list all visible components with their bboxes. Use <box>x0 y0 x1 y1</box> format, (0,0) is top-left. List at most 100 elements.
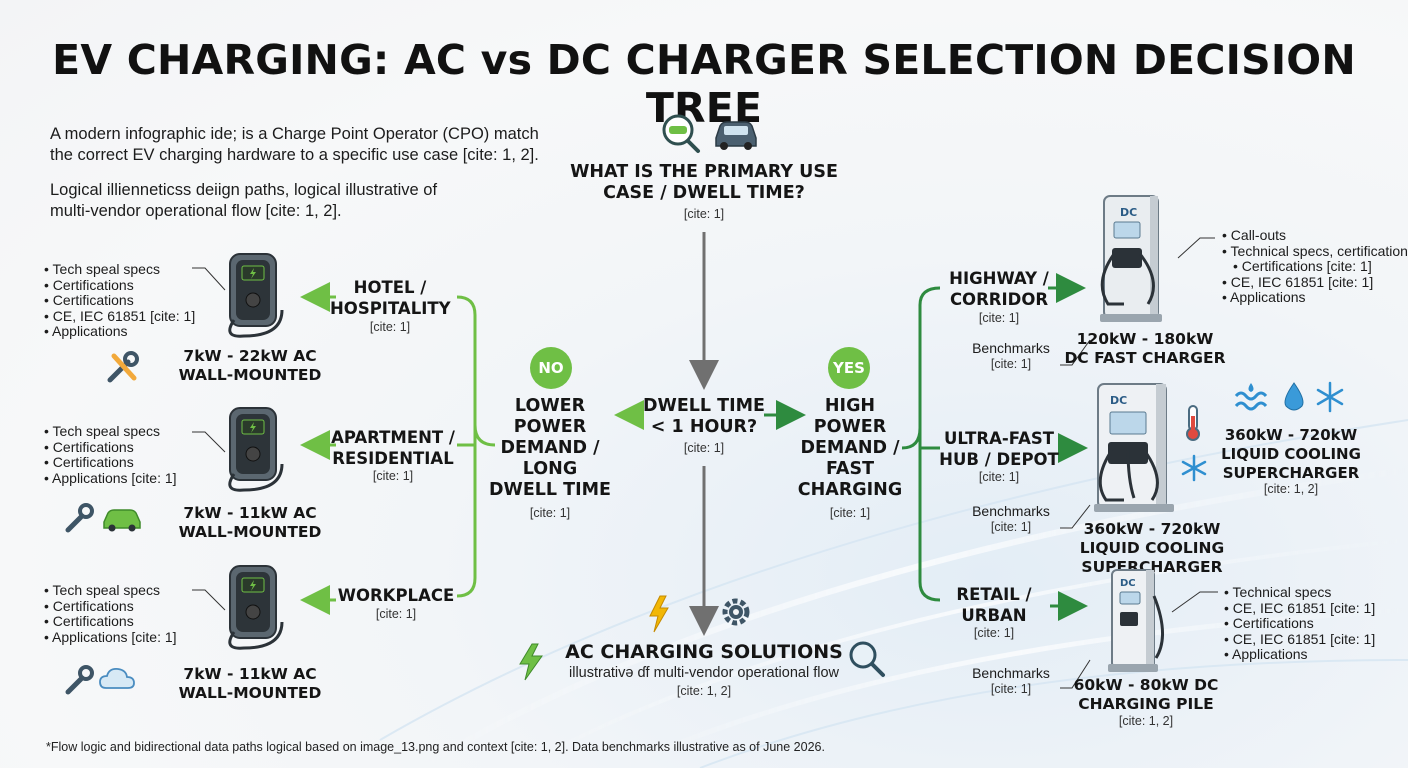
intro-paragraph-2: Logical illienneticss deiign paths, logi… <box>50 181 438 220</box>
no-branch-label: LOWER POWER DEMAND / LONG DWELL TIME <box>489 396 611 500</box>
thermometer-icon <box>1186 405 1200 441</box>
root-question: WHAT IS THE PRIMARY USE CASE / DWELL TIM… <box>570 162 838 203</box>
hotel-product: 7kW - 22kW AC WALL-MOUNTED <box>178 347 322 384</box>
spec-item: Certifications <box>44 277 195 294</box>
spec-item: Certifications <box>1224 615 1375 632</box>
hub-side-title: 360kW - 720kW LIQUID COOLING SUPERCHARGE… <box>1221 426 1361 482</box>
spec-item: Certifications <box>44 613 177 630</box>
footnote: *Flow logic and bidirectional data paths… <box>46 740 825 754</box>
hub-bench-cite: [cite: 1] <box>990 520 1032 534</box>
case-apartment-label: APARTMENT / RESIDENTIAL <box>331 428 455 468</box>
spec-item: Tech speal specs <box>44 423 177 440</box>
wrench-icon <box>65 513 85 533</box>
yes-badge: YES <box>828 347 870 389</box>
dc-label: DC <box>1120 206 1137 219</box>
workplace-icons <box>65 665 135 695</box>
case-retail-cite: [cite: 1] <box>973 626 1015 640</box>
spec-item: Certifications <box>44 292 195 309</box>
tools-icon <box>107 351 139 383</box>
case-highway-label: HIGHWAY / CORRIDOR <box>949 269 1049 309</box>
snowflake-icon <box>1316 381 1344 413</box>
case-hub-label: ULTRA-FAST HUB / DEPOT <box>939 429 1059 469</box>
case-workplace-label: WORKPLACE <box>337 586 455 605</box>
dc-fast-charger-icon: DC <box>1100 195 1162 322</box>
apartment-product: 7kW - 11kW AC WALL-MOUNTED <box>178 504 322 541</box>
spec-item: CE, IEC 61851 [cite: 1] <box>1222 274 1408 291</box>
ac-solutions-cite: [cite: 1, 2] <box>676 684 732 698</box>
search-car-icon <box>662 114 700 153</box>
spec-item: Certifications [cite: 1] <box>1222 258 1408 275</box>
case-hotel-cite: [cite: 1] <box>369 320 411 334</box>
apartment-spec-list: Tech speal specs Certifications Certific… <box>44 423 177 487</box>
root-icons <box>662 114 757 153</box>
ac-solutions-icons <box>649 595 750 633</box>
background-light-streaks <box>379 419 1408 768</box>
hub-side-cite: [cite: 1, 2] <box>1263 482 1319 496</box>
dc-charging-pile-icon: DC <box>1108 569 1165 672</box>
highway-spec-list: Call-outs Technical specs, certification… <box>1222 227 1408 306</box>
spec-item: Applications [cite: 1] <box>44 629 177 646</box>
hub-benchmarks: Benchmarks <box>972 503 1050 519</box>
spec-item: Tech speal specs <box>44 582 177 599</box>
hotel-spec-list: Tech speal specs Certifications Certific… <box>44 261 195 340</box>
case-retail-label: RETAIL / URBAN <box>956 585 1032 625</box>
ac-wall-charger-icon <box>228 407 284 492</box>
decision-cite: [cite: 1] <box>683 441 725 455</box>
spec-item: Applications <box>44 323 195 340</box>
snowflake-icon <box>1181 454 1207 482</box>
retail-bench-cite: [cite: 1] <box>990 682 1032 696</box>
dc-label: DC <box>1120 578 1136 589</box>
retail-spec-list: Technical specs CE, IEC 61851 [cite: 1] … <box>1224 584 1375 663</box>
ac-solutions-title: AC CHARGING SOLUTIONS <box>565 641 843 663</box>
highway-bench-cite: [cite: 1] <box>990 357 1032 371</box>
no-branch-cite: [cite: 1] <box>529 506 571 520</box>
apartment-icons <box>65 503 141 533</box>
ac-search-icon <box>849 641 885 677</box>
case-workplace-cite: [cite: 1] <box>375 607 417 621</box>
retail-product-cite: [cite: 1, 2] <box>1118 714 1174 728</box>
case-apartment-cite: [cite: 1] <box>372 469 414 483</box>
lightning-icon <box>649 595 669 633</box>
water-waves-icon <box>1234 383 1268 411</box>
spec-item: Applications [cite: 1] <box>44 470 177 487</box>
liquid-cooling-supercharger-icon: DC <box>1094 383 1174 512</box>
case-hub-cite: [cite: 1] <box>978 470 1020 484</box>
retail-product: 60kW - 80kW DC CHARGING PILE <box>1073 676 1219 713</box>
no-badge: NO <box>530 347 572 389</box>
gear-icon <box>722 598 750 626</box>
car-icon <box>715 121 757 150</box>
decision-question: DWELL TIME < 1 HOUR? <box>643 396 765 437</box>
spec-item: Certifications <box>44 598 177 615</box>
workplace-spec-list: Tech speal specs Certifications Certific… <box>44 582 177 646</box>
intro-paragraph-1: A modern infographic ide; is a Charge Po… <box>50 125 539 164</box>
wrench-icon <box>65 675 85 695</box>
spec-item: Call-outs <box>1222 227 1408 244</box>
spec-item: Applications <box>1224 646 1375 663</box>
workplace-product: 7kW - 11kW AC WALL-MOUNTED <box>178 665 322 702</box>
cloud-icon <box>99 667 135 689</box>
yes-branch-label: HIGH POWER DEMAND / FAST CHARGING <box>797 396 903 500</box>
ac-lightning-icon <box>519 643 543 681</box>
cooling-icons <box>1234 381 1344 413</box>
spec-item: Certifications <box>44 439 177 456</box>
spec-item: CE, IEC 61851 [cite: 1] <box>1224 631 1375 648</box>
case-hotel-label: HOTEL / HOSPITALITY <box>330 278 451 318</box>
yes-branch-cite: [cite: 1] <box>829 506 871 520</box>
spec-item: Applications <box>1222 289 1408 306</box>
spec-item: CE, IEC 61851 [cite: 1] <box>44 308 195 325</box>
ac-solutions-subtitle: illustrativə ɗf multi-vendor operational… <box>569 665 839 681</box>
water-drop-icon <box>1284 382 1304 411</box>
car-icon <box>103 509 141 532</box>
retail-benchmarks: Benchmarks <box>972 665 1050 681</box>
spec-item: Technical specs, certification <box>1222 243 1408 260</box>
root-cite: [cite: 1] <box>683 207 725 221</box>
highway-benchmarks: Benchmarks <box>972 340 1050 356</box>
page-title: EV CHARGING: AC vs DC CHARGER SELECTION … <box>52 36 1356 132</box>
spec-item: Tech speal specs <box>44 261 195 278</box>
dc-label: DC <box>1110 394 1127 407</box>
spec-item: Technical specs <box>1224 584 1375 601</box>
case-highway-cite: [cite: 1] <box>978 311 1020 325</box>
spec-item: Certifications <box>44 454 177 471</box>
ac-wall-charger-icon <box>228 253 284 338</box>
